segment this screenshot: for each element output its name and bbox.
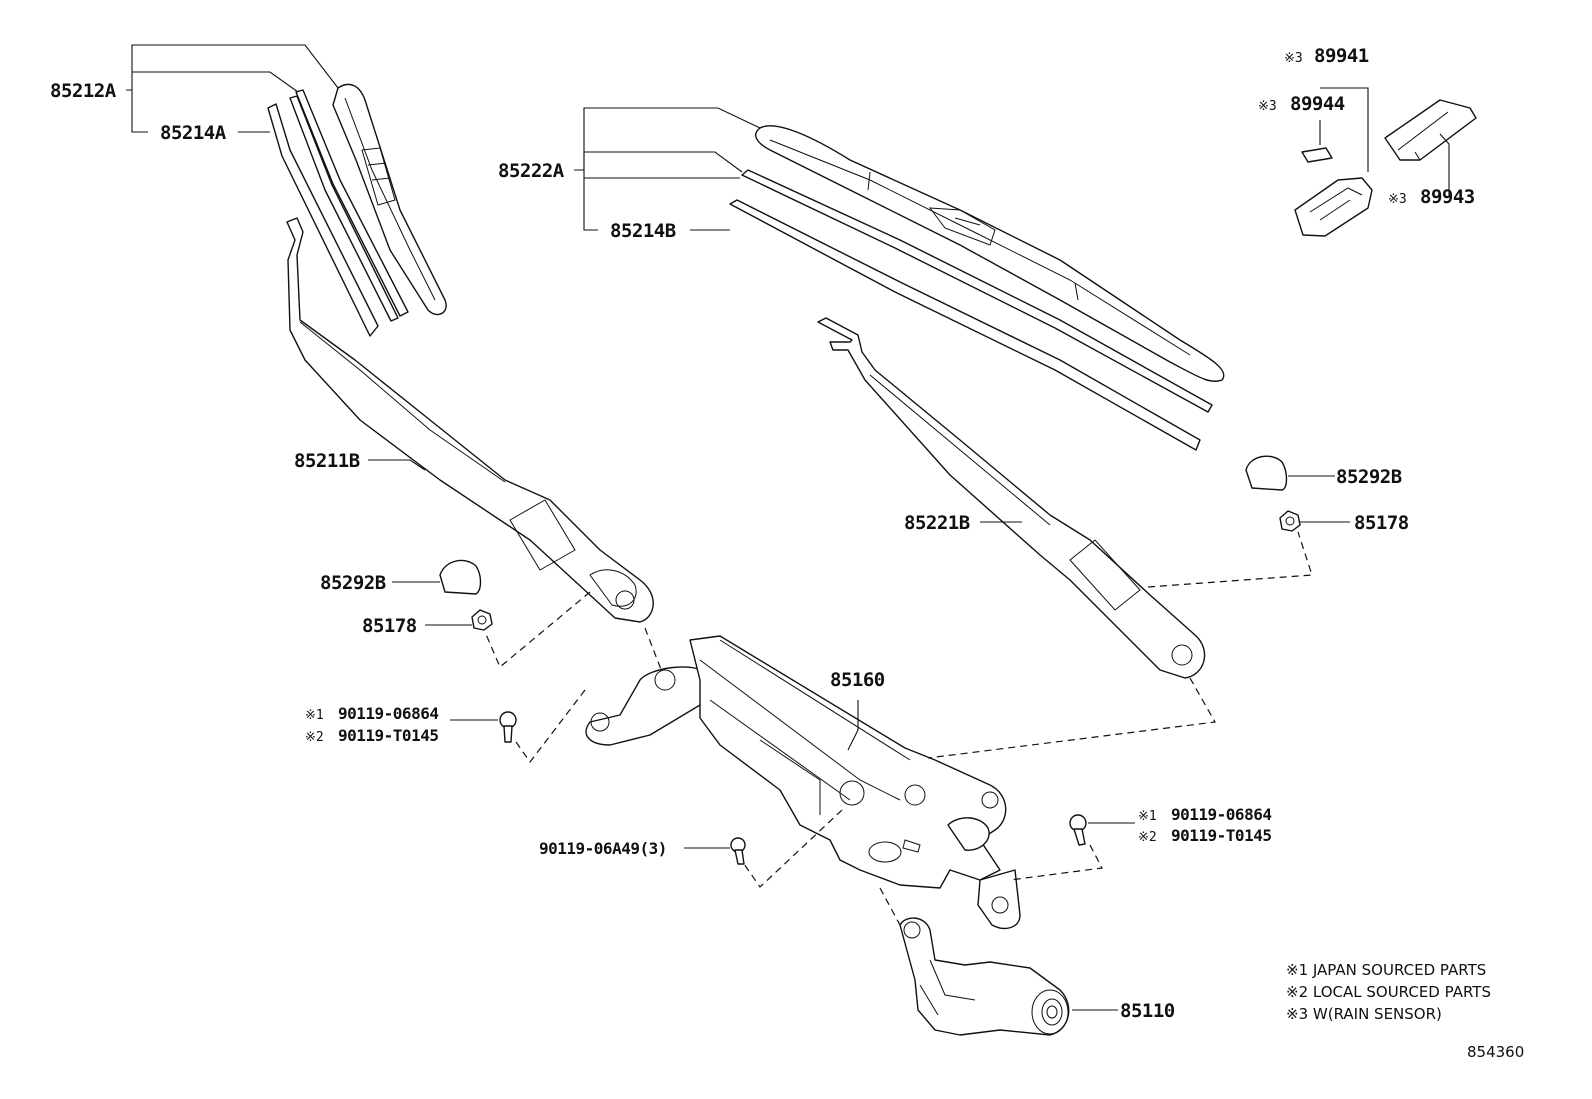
label-85222A: 85222A <box>498 160 565 182</box>
right-blade-rubber[interactable] <box>741 169 1213 413</box>
left-blade-rubber[interactable] <box>289 89 409 322</box>
label-85221B: 85221B <box>904 512 970 534</box>
assembly-dashed-lines <box>484 531 1313 926</box>
mark-ref2-right: ※2 <box>1138 830 1157 845</box>
part-labels: 85212A 85214A 85222A 85214B 85211B 85221… <box>50 45 1475 1022</box>
label-85110: 85110 <box>1120 1000 1175 1022</box>
label-left-bolt-1: 90119-06864 <box>338 704 438 723</box>
right-pivot-nut[interactable] <box>1279 510 1301 532</box>
label-left-bolt-2: 90119-T0145 <box>338 726 438 745</box>
left-wiper-arm[interactable] <box>286 217 654 623</box>
right-wiper-blade[interactable] <box>755 125 1225 382</box>
label-85214A: 85214A <box>160 122 227 144</box>
label-90119-06A49: 90119-06A49(3) <box>539 839 667 858</box>
label-right-bolt-2: 90119-T0145 <box>1171 826 1271 845</box>
label-85178-right: 85178 <box>1354 512 1409 534</box>
wiper-motor[interactable] <box>899 917 1070 1036</box>
label-89943: 89943 <box>1420 186 1475 208</box>
rain-sensor-cover[interactable] <box>1384 99 1477 161</box>
wiper-link-assembly[interactable] <box>585 635 1021 930</box>
label-85292B-right: 85292B <box>1336 466 1402 488</box>
mark-ref1-right: ※1 <box>1138 809 1157 824</box>
mark-ref3-89944: ※3 <box>1258 99 1277 114</box>
left-wiper-blade[interactable] <box>332 83 447 316</box>
label-right-bolt-1: 90119-06864 <box>1171 805 1271 824</box>
right-bolt[interactable] <box>1069 814 1087 846</box>
label-85214B: 85214B <box>610 220 676 242</box>
right-blade-backing-strip[interactable] <box>729 199 1201 451</box>
legend-note-3: ※3 W(RAIN SENSOR) <box>1286 1005 1442 1023</box>
mark-ref3-89941: ※3 <box>1284 51 1303 66</box>
rain-sensor-pad[interactable] <box>1301 147 1333 163</box>
label-85212A: 85212A <box>50 80 117 102</box>
drawing-number: 854360 <box>1467 1043 1524 1061</box>
left-pivot-cap[interactable] <box>439 559 482 595</box>
label-85292B-left: 85292B <box>320 572 386 594</box>
left-bolt[interactable] <box>499 711 517 743</box>
right-pivot-cap[interactable] <box>1245 455 1288 491</box>
label-89944: 89944 <box>1290 93 1345 115</box>
leader-lines <box>126 44 1450 1011</box>
label-85178-left: 85178 <box>362 615 417 637</box>
mark-ref1-left: ※1 <box>305 708 324 723</box>
left-pivot-nut[interactable] <box>471 609 493 631</box>
label-85211B: 85211B <box>294 450 360 472</box>
label-85160: 85160 <box>830 669 885 691</box>
left-blade-backing-strip[interactable] <box>267 103 379 337</box>
legend: ※1 JAPAN SOURCED PARTS ※2 LOCAL SOURCED … <box>1286 961 1491 1023</box>
mark-ref2-left: ※2 <box>305 730 324 745</box>
link-bolt[interactable] <box>730 837 746 865</box>
mark-ref3-89943: ※3 <box>1388 192 1407 207</box>
right-wiper-arm[interactable] <box>817 317 1206 679</box>
label-89941: 89941 <box>1314 45 1369 67</box>
legend-note-1: ※1 JAPAN SOURCED PARTS <box>1286 961 1486 979</box>
rain-sensor-unit[interactable] <box>1294 177 1373 237</box>
legend-note-2: ※2 LOCAL SOURCED PARTS <box>1286 983 1491 1001</box>
